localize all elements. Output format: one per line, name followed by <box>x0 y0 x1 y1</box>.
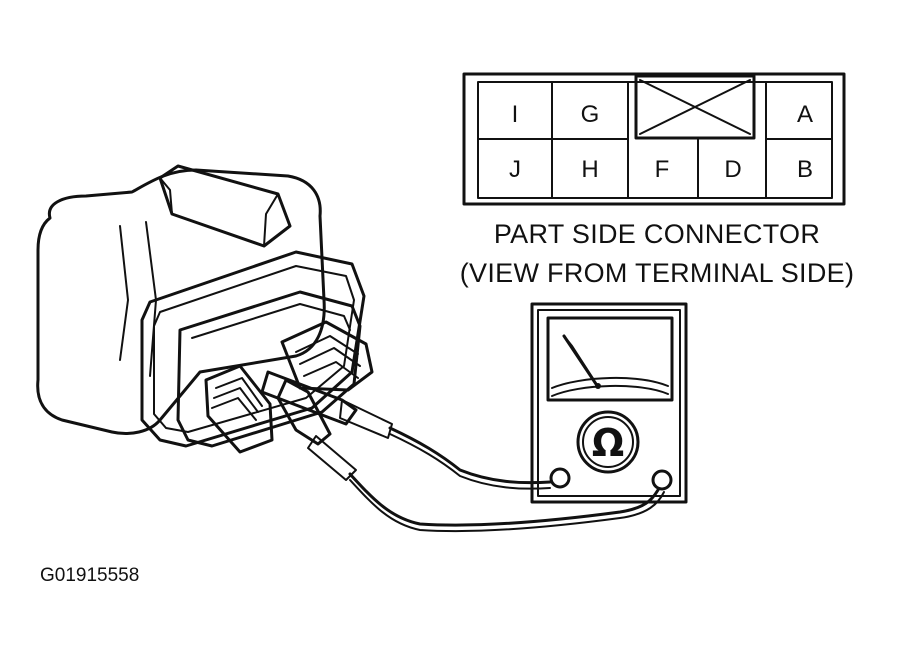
pin-label-g: G <box>581 101 600 128</box>
ohmmeter-case <box>530 302 688 504</box>
pin-layout-outer-frame <box>462 72 846 206</box>
blocked-cavity <box>634 74 756 140</box>
pin-label-f: F <box>655 156 670 183</box>
test-probe-lower <box>276 378 665 533</box>
figure-code: G01915558 <box>40 565 139 586</box>
meter-display <box>546 316 674 402</box>
caption-line-2: (VIEW FROM TERMINAL SIDE) <box>460 258 855 288</box>
part-connector-body <box>36 164 374 454</box>
ohm-dial <box>576 410 640 474</box>
meter-terminal-right <box>651 469 673 491</box>
pin-label-i: I <box>512 101 519 128</box>
meter-terminal-left <box>549 467 571 489</box>
caption-line-1: PART SIDE CONNECTOR <box>494 219 820 249</box>
connector-pin-layout: I G A J H F D B <box>462 72 846 206</box>
test-probe-upper <box>260 370 552 490</box>
pin-label-a: A <box>797 101 813 128</box>
ohmmeter: Ω <box>530 302 688 504</box>
pin-label-j: J <box>509 156 521 183</box>
pin-label-h: H <box>581 156 598 183</box>
pin-label-b: B <box>797 156 813 183</box>
ohm-symbol: Ω <box>592 421 624 465</box>
pin-label-d: D <box>724 156 741 183</box>
